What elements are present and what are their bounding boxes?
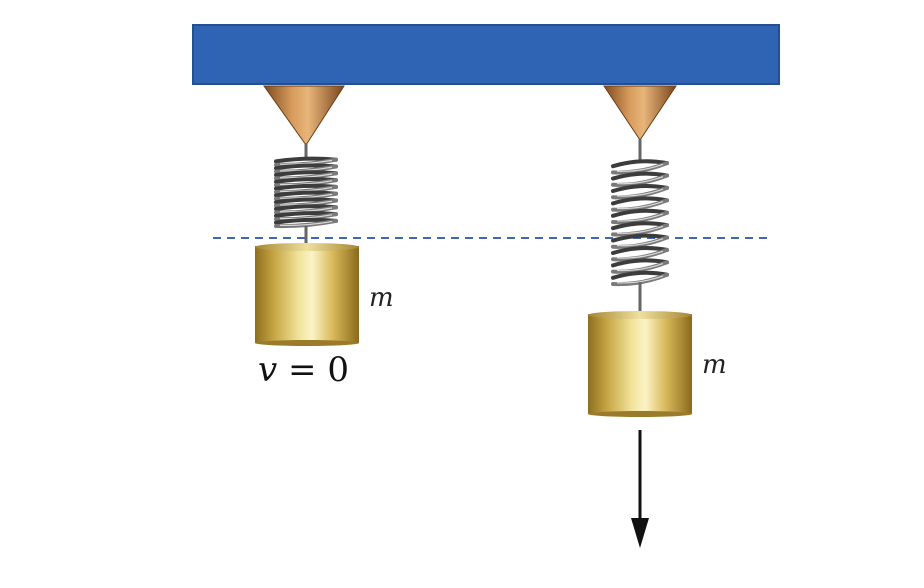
spring-coil-back	[611, 258, 669, 268]
spring-coil-highlight	[279, 186, 333, 193]
arrow-down-icon	[631, 430, 649, 548]
spring-coil-back	[611, 171, 669, 181]
spring-coil-back	[611, 208, 669, 218]
velocity-equals-zero: = 0	[277, 350, 349, 390]
spring-coil-back	[611, 196, 669, 206]
spring-coil-highlight	[616, 200, 664, 210]
spring-coil-highlight	[279, 180, 333, 186]
spring-coil-back	[611, 270, 669, 280]
cylinder-mass-icon	[255, 243, 359, 346]
right-mass-label: m	[702, 350, 727, 380]
spring-coil-highlight	[616, 275, 664, 284]
spring-coil-back	[611, 246, 669, 255]
spring-coil-highlight	[279, 193, 333, 199]
velocity-label: v = 0	[258, 350, 349, 390]
spring-coil-highlight	[616, 213, 664, 222]
ceiling-bar	[192, 24, 780, 85]
spring-coil-highlight	[616, 262, 664, 272]
spring-coil-highlight	[279, 159, 333, 165]
cylinder-mass-icon	[588, 311, 692, 417]
coil-spring-icon	[611, 159, 669, 287]
spring-coil-back	[611, 221, 669, 231]
left-mass-label: m	[369, 283, 394, 313]
spring-coil-back	[611, 233, 669, 243]
spring-coil-highlight	[616, 188, 664, 197]
spring-coil-highlight	[616, 238, 664, 247]
cone-mount-icon	[263, 85, 345, 146]
coil-spring-icon	[274, 156, 338, 229]
spring-coil-highlight	[279, 207, 333, 213]
spring-coil-highlight	[279, 173, 333, 179]
right-assembly: m	[588, 85, 727, 548]
spring-coil-back	[611, 184, 669, 193]
spring-coil-highlight	[616, 225, 664, 234]
spring-coil-highlight	[279, 166, 333, 172]
spring-coil-highlight	[279, 220, 333, 227]
spring-coil-highlight	[279, 200, 333, 206]
spring-coil-back	[611, 159, 669, 169]
left-assembly: m v = 0	[255, 85, 394, 390]
velocity-variable: v	[258, 350, 277, 390]
spring-coil-highlight	[616, 250, 664, 259]
spring-coil-highlight	[279, 214, 333, 220]
cone-mount-icon	[603, 85, 677, 141]
spring-coil-highlight	[616, 163, 664, 172]
spring-coil-highlight	[616, 176, 664, 185]
